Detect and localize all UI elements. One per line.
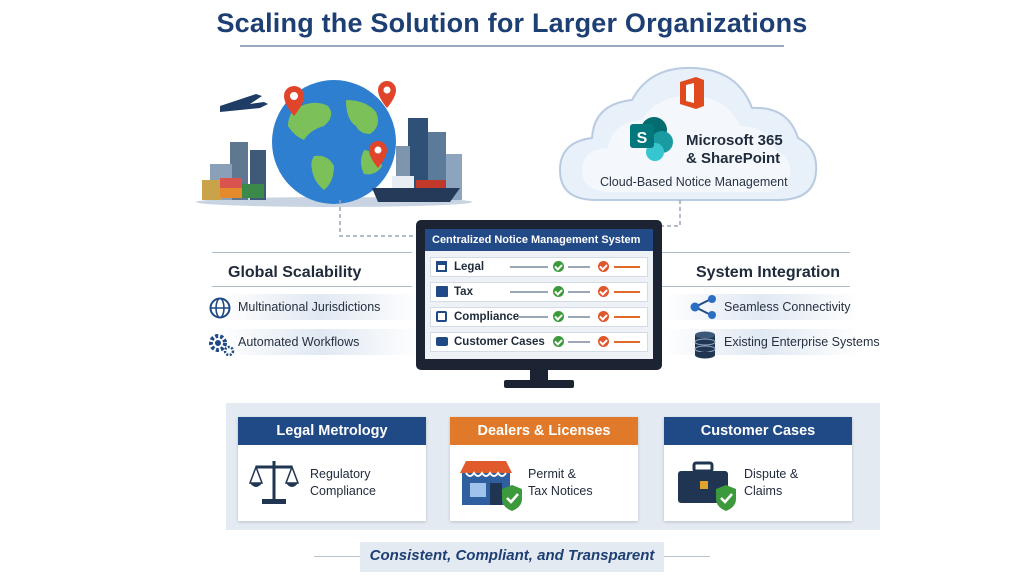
seamless-connectivity-label: Seamless Connectivity <box>724 300 851 314</box>
left-band-1 <box>220 294 420 320</box>
checkbox-icon <box>436 311 447 322</box>
card-line2: Tax Notices <box>528 484 593 498</box>
card-line2: Compliance <box>310 484 377 498</box>
row-line <box>568 341 590 343</box>
approved-check-icon <box>553 286 564 297</box>
title-underline <box>240 45 784 47</box>
system-integration-heading: System Integration <box>696 264 841 281</box>
ledger-icon <box>436 286 448 297</box>
briefcase-icon <box>436 337 448 346</box>
card-dealers-licenses[interactable]: Dealers & Licenses Permit & Tax Notices <box>450 417 638 521</box>
globe-city-illustration <box>196 80 472 207</box>
globe-icon <box>209 297 231 319</box>
database-icon <box>694 331 716 359</box>
approved-check-icon <box>553 336 564 347</box>
monitor-header: Centralized Notice Management System <box>425 229 653 251</box>
monitor-row-label: Tax <box>454 286 473 298</box>
row-line <box>510 266 548 268</box>
row-line <box>510 291 548 293</box>
row-line <box>614 266 640 268</box>
cloud-icon <box>558 66 818 201</box>
footer-tagline: Consistent, Compliant, and Transparent <box>369 547 655 564</box>
card-line1: Permit & <box>528 467 576 481</box>
row-line <box>568 266 590 268</box>
cloud-product-line2: & SharePoint <box>686 150 781 167</box>
monitor-row-label: Legal <box>454 261 485 273</box>
cloud-product-line1: Microsoft 365 <box>686 132 783 149</box>
pending-check-icon <box>598 311 609 322</box>
automated-workflows-label: Automated Workflows <box>238 335 360 349</box>
svg-text:S: S <box>637 130 648 147</box>
network-icon <box>690 295 716 319</box>
card-title: Legal Metrology <box>238 417 426 445</box>
monitor-stand <box>504 368 574 388</box>
monitor-row-customer-cases[interactable] <box>430 332 648 352</box>
storefront-icon <box>460 461 522 511</box>
left-heading-rule <box>212 286 412 287</box>
row-line <box>518 316 548 318</box>
card-title: Customer Cases <box>664 417 852 445</box>
pending-check-icon <box>598 286 609 297</box>
pending-check-icon <box>598 261 609 272</box>
sharepoint-logo-icon: S <box>630 117 673 161</box>
existing-enterprise-systems-label: Existing Enterprise Systems <box>724 335 880 349</box>
approved-check-icon <box>553 261 564 272</box>
cloud-subtitle: Cloud-Based Notice Management <box>600 175 788 189</box>
map-pin-icon <box>284 86 304 116</box>
card-title: Dealers & Licenses <box>450 417 638 445</box>
card-customer-cases[interactable]: Customer Cases Dispute & Claims <box>664 417 852 521</box>
scales-icon <box>248 461 300 504</box>
left-band-2 <box>220 329 420 355</box>
row-line <box>614 316 640 318</box>
footer-rule-left <box>314 556 362 557</box>
monitor-row-label: Compliance <box>454 311 520 323</box>
left-top-rule <box>212 252 412 253</box>
row-line <box>568 316 590 318</box>
approved-check-icon <box>553 311 564 322</box>
page-title: Scaling the Solution for Larger Organiza… <box>216 8 808 38</box>
row-line <box>568 291 590 293</box>
row-line <box>614 291 640 293</box>
multinational-jurisdictions-label: Multinational Jurisdictions <box>238 300 381 314</box>
office-logo-icon <box>680 77 704 109</box>
card-line1: Regulatory <box>310 467 371 481</box>
gears-icon <box>209 334 235 357</box>
pending-check-icon <box>598 336 609 347</box>
card-line2: Claims <box>744 484 783 498</box>
footer-rule-right <box>662 556 710 557</box>
monitor-row-label: Customer Cases <box>454 336 545 348</box>
briefcase-icon <box>678 461 736 511</box>
row-line <box>614 341 640 343</box>
building-icon <box>436 261 447 272</box>
global-scalability-heading: Global Scalability <box>228 264 362 281</box>
card-line1: Dispute & <box>744 467 799 481</box>
right-heading-rule <box>662 286 850 287</box>
right-top-rule <box>662 252 850 253</box>
footer-band <box>360 542 664 572</box>
card-legal-metrology[interactable]: Legal Metrology Regulatory Compliance <box>238 417 426 521</box>
